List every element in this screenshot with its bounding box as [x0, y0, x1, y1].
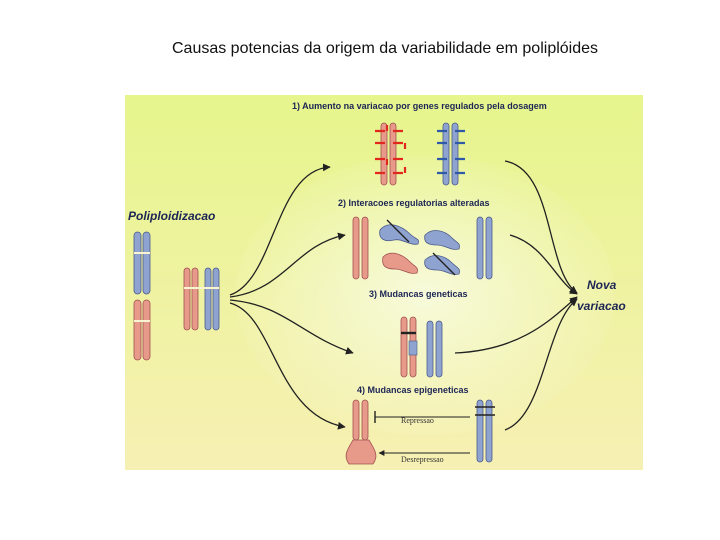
arrows-left	[229, 163, 354, 430]
step4-chromosomes	[345, 399, 495, 465]
background-glow	[235, 155, 615, 435]
chromosome-red	[191, 267, 199, 331]
arrow-to-step4	[229, 302, 346, 430]
arrow-from-step1	[504, 160, 578, 294]
derepression-label: Desrepressao	[401, 455, 444, 464]
chromosome-blue	[133, 231, 142, 295]
arrow-from-step2	[509, 234, 578, 295]
decondensed-region	[345, 439, 377, 465]
step1-label: 1) Aumento na variacao por genes regulad…	[292, 101, 547, 111]
left-label: Poliploidizacao	[128, 209, 215, 223]
diploid-chromosomes	[133, 231, 151, 361]
step2-label: 2) Interacoes regulatorias alteradas	[338, 198, 490, 208]
right-label-line2: variacao	[577, 299, 626, 313]
chromosome-blue	[212, 267, 220, 331]
protein-blob	[379, 224, 419, 245]
chromosome-red	[142, 299, 151, 361]
protein-blob	[424, 255, 460, 275]
step4-label: 4) Mudancas epigeneticas	[357, 385, 469, 395]
polyploidy-diagram: Poliploidizacao Nova variacao 1) Aumento…	[125, 95, 643, 470]
step3-label: 3) Mudancas geneticas	[369, 289, 468, 299]
chromosome-red	[183, 267, 191, 331]
step2-chromosomes	[352, 216, 493, 280]
slide-title: Causas potencias da origem da variabilid…	[171, 40, 599, 57]
protein-blob	[382, 252, 418, 274]
step1-chromosomes	[375, 122, 465, 186]
arrows-right	[454, 160, 578, 431]
arrow-to-step1	[229, 163, 331, 296]
arrow-to-step3	[229, 299, 354, 355]
chromosome-blue	[204, 267, 212, 331]
arrow-from-step4	[504, 298, 578, 431]
right-label-line1: Nova	[587, 278, 617, 292]
arrow-from-step3	[454, 296, 578, 354]
polyploid-chromosomes	[183, 267, 220, 331]
step3-chromosomes	[400, 316, 443, 378]
chromosome-red	[133, 299, 142, 361]
repression-label: Repressao	[401, 416, 434, 425]
chromosome-blue	[142, 231, 151, 295]
protein-blob	[424, 230, 460, 250]
arrow-to-step2	[229, 232, 346, 298]
